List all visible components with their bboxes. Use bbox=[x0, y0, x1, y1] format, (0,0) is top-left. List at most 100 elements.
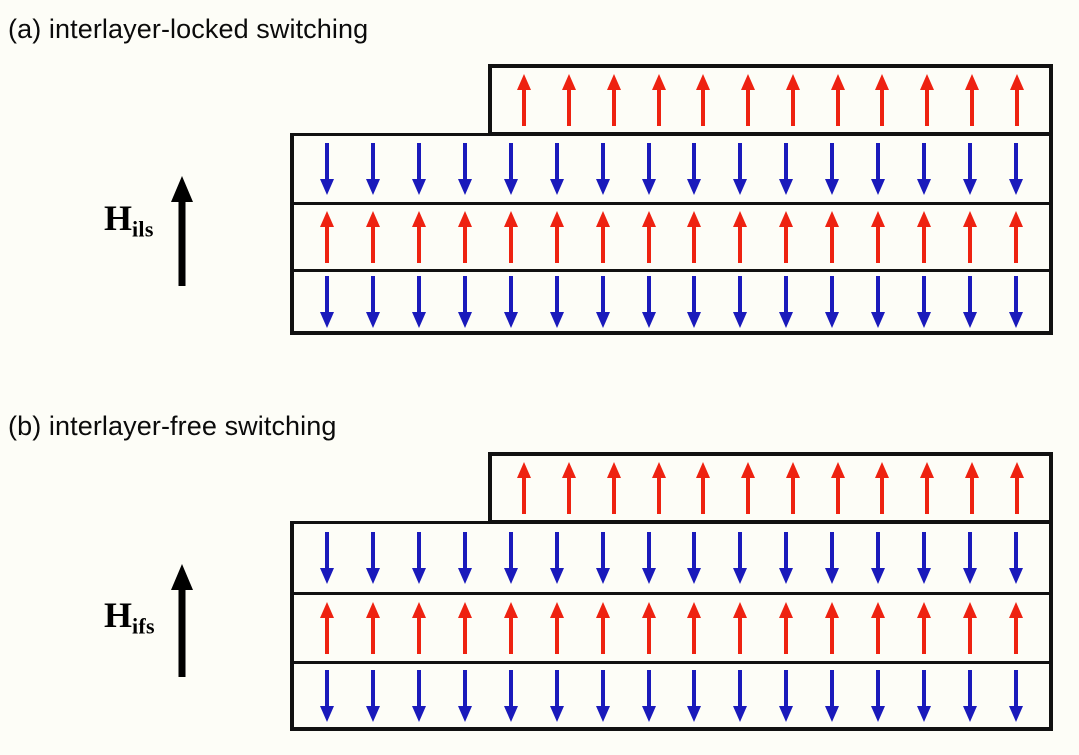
spin-arrow-down bbox=[687, 143, 702, 195]
arrow-shaft bbox=[567, 87, 572, 126]
arrow-shaft bbox=[646, 275, 651, 315]
arrow-head-icon bbox=[365, 705, 380, 722]
arrow-head-icon bbox=[595, 311, 610, 328]
spin-arrow-down bbox=[411, 669, 426, 722]
spin-arrow-up bbox=[875, 462, 890, 514]
arrow-head-icon bbox=[319, 179, 334, 195]
panel-b-field-direction-arrow-up bbox=[170, 564, 194, 677]
arrow-shaft bbox=[611, 475, 616, 514]
arrow-shaft bbox=[701, 87, 706, 126]
spin-arrow-up bbox=[687, 211, 702, 263]
arrow-head-icon bbox=[457, 568, 472, 584]
spin-arrow-down bbox=[595, 669, 610, 722]
arrow-shaft bbox=[646, 224, 651, 263]
arrow-head-icon bbox=[319, 211, 334, 227]
arrow-shaft bbox=[784, 275, 789, 315]
spin-arrow-up bbox=[606, 462, 621, 514]
arrow-head-icon bbox=[517, 462, 532, 478]
spin-arrow-down bbox=[779, 669, 794, 722]
spin-arrow-down bbox=[871, 143, 886, 195]
spin-arrow-up bbox=[562, 462, 577, 514]
arrow-head-icon bbox=[641, 179, 656, 195]
spin-arrow-down bbox=[319, 143, 334, 195]
arrow-head-icon bbox=[606, 74, 621, 90]
spin-arrow-down bbox=[825, 532, 840, 584]
arrow-shaft bbox=[968, 224, 973, 263]
spin-arrow-up bbox=[964, 74, 979, 126]
arrow-shaft bbox=[968, 532, 973, 571]
arrow-head-icon bbox=[920, 462, 935, 478]
panel-b-title: (b) interlayer-free switching bbox=[8, 411, 337, 441]
arrow-shaft bbox=[554, 143, 559, 182]
spin-arrow-down bbox=[457, 669, 472, 722]
spin-arrow-up bbox=[1009, 462, 1024, 514]
spin-arrow-down bbox=[549, 275, 564, 328]
spin-arrow-down bbox=[687, 275, 702, 328]
spin-arrow-up bbox=[1009, 211, 1024, 263]
arrow-shaft bbox=[969, 87, 974, 126]
arrow-head-icon bbox=[641, 705, 656, 722]
panel-b-top-layer bbox=[488, 452, 1053, 524]
arrow-shaft bbox=[925, 87, 930, 126]
spin-arrow-up bbox=[641, 602, 656, 654]
spin-arrow-down bbox=[457, 275, 472, 328]
arrow-shaft bbox=[790, 87, 795, 126]
arrow-shaft bbox=[324, 532, 329, 571]
arrow-head-icon bbox=[875, 462, 890, 478]
arrow-head-icon bbox=[741, 462, 756, 478]
arrow-head-icon bbox=[733, 602, 748, 618]
spin-arrow-down bbox=[917, 143, 932, 195]
spin-arrow-up bbox=[319, 211, 334, 263]
spin-arrow-down bbox=[733, 532, 748, 584]
field-symbol: H bbox=[104, 595, 133, 635]
spin-arrow-down bbox=[457, 532, 472, 584]
arrow-shaft bbox=[784, 669, 789, 709]
spin-arrow-down bbox=[825, 143, 840, 195]
arrow-shaft bbox=[784, 224, 789, 263]
arrow-shaft bbox=[416, 143, 421, 182]
arrow-head-icon bbox=[1009, 311, 1024, 328]
arrow-shaft bbox=[692, 275, 697, 315]
arrow-shaft bbox=[656, 87, 661, 126]
arrow-head-icon bbox=[641, 568, 656, 584]
spin-arrow-up bbox=[457, 211, 472, 263]
panel-b-second-layer bbox=[290, 521, 1053, 595]
arrow-shaft bbox=[508, 669, 513, 709]
arrow-shaft bbox=[554, 615, 559, 654]
spin-arrow-down bbox=[825, 275, 840, 328]
arrow-shaft bbox=[922, 532, 927, 571]
spin-arrow-down bbox=[503, 275, 518, 328]
arrow-shaft bbox=[416, 669, 421, 709]
spin-arrow-down bbox=[917, 275, 932, 328]
spin-arrow-down bbox=[825, 669, 840, 722]
arrow-head-icon bbox=[825, 705, 840, 722]
spin-arrow-up bbox=[825, 602, 840, 654]
arrow-shaft bbox=[646, 532, 651, 571]
arrow-head-icon bbox=[562, 462, 577, 478]
spin-arrow-up bbox=[733, 211, 748, 263]
spin-arrow-down bbox=[365, 669, 380, 722]
spin-arrow-down bbox=[1009, 532, 1024, 584]
spin-arrow-down bbox=[687, 532, 702, 584]
spin-arrow-down bbox=[411, 532, 426, 584]
panel-a-title: (a) interlayer-locked switching bbox=[8, 14, 369, 44]
arrow-shaft bbox=[178, 584, 186, 677]
arrow-shaft bbox=[968, 615, 973, 654]
arrow-shaft bbox=[784, 615, 789, 654]
arrow-shaft bbox=[1014, 143, 1019, 182]
arrow-shaft bbox=[922, 275, 927, 315]
arrow-head-icon bbox=[641, 602, 656, 618]
arrow-shaft bbox=[1014, 275, 1019, 315]
arrow-shaft bbox=[830, 532, 835, 571]
arrow-head-icon bbox=[1009, 705, 1024, 722]
arrow-head-icon bbox=[503, 602, 518, 618]
arrow-head-icon bbox=[825, 311, 840, 328]
spin-arrow-down bbox=[917, 532, 932, 584]
arrow-head-icon bbox=[733, 568, 748, 584]
arrow-shaft bbox=[554, 532, 559, 571]
arrow-shaft bbox=[416, 615, 421, 654]
arrow-shaft bbox=[646, 669, 651, 709]
arrow-head-icon bbox=[365, 568, 380, 584]
arrow-shaft bbox=[1014, 475, 1019, 514]
arrow-head-icon bbox=[365, 311, 380, 328]
